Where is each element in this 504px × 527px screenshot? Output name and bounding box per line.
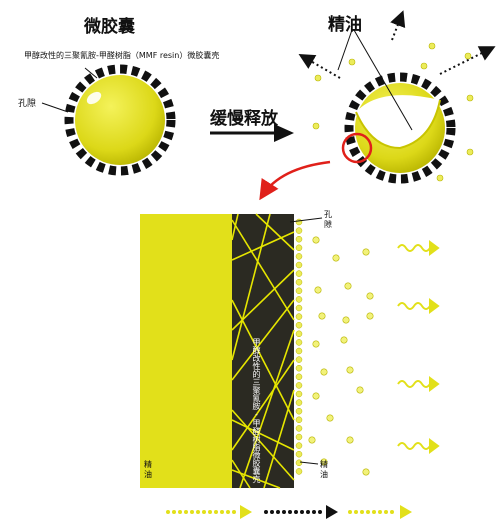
surface-dot (295, 416, 303, 424)
pore-leader-line (41, 102, 69, 113)
bottom-arrow-dot (354, 510, 358, 514)
bottom-arrow-head (240, 505, 252, 519)
microcapsule-title: 微胶囊 (84, 17, 135, 37)
core-oil-label: 精 油 (144, 460, 152, 479)
pore-label-top: 孔隙 (18, 99, 37, 109)
bottom-arrow-dot (366, 510, 370, 514)
surface-dot (295, 304, 303, 312)
bottom-arrow-dot (312, 510, 316, 514)
bottom-arrow-dot (172, 510, 176, 514)
bottom-arrow-dot (226, 510, 230, 514)
bottom-arrow-dot (318, 510, 322, 514)
cross-pore-label: 孔 隙 (324, 210, 332, 229)
bottom-arrow-dot (300, 510, 304, 514)
bottom-arrow-dot (232, 510, 236, 514)
bottom-arrow-dot (264, 510, 268, 514)
bottom-arrow-dot (184, 510, 188, 514)
surface-dot (295, 459, 303, 467)
surface-dot (295, 244, 303, 252)
bottom-arrow-dot (208, 510, 212, 514)
surface-dot (295, 356, 303, 363)
surface-dot (295, 235, 303, 243)
surface-dot (295, 253, 303, 260)
bottom-arrow-dot (276, 510, 280, 514)
bottom-arrow-dot (294, 510, 298, 514)
released-oil-label: 精 油 (320, 460, 328, 479)
slow-release-arrow (210, 124, 294, 142)
shell-leader-line (84, 67, 98, 79)
surface-dot (295, 442, 303, 449)
surface-dot (295, 287, 303, 295)
pore-highlight-circle (341, 132, 373, 164)
oil-leader-line-2 (353, 29, 413, 131)
surface-dot (295, 382, 303, 389)
surface-dot (295, 296, 303, 303)
bottom-arrow-dot (390, 510, 394, 514)
surface-dot (295, 373, 303, 381)
shell-region (232, 214, 294, 488)
bottom-arrow-dot (360, 510, 364, 514)
slow-release-label: 缓慢释放 (210, 109, 278, 129)
bottom-arrow-dot (306, 510, 310, 514)
wavy-release-arrows (397, 240, 440, 454)
broken-microcapsule (344, 72, 456, 184)
bottom-arrow-head (326, 505, 338, 519)
bottom-arrow-dot (378, 510, 382, 514)
surface-dot (295, 468, 303, 475)
shell-fibers (231, 213, 295, 489)
surface-dot (295, 278, 303, 286)
cross-oil-leader (299, 461, 319, 465)
bottom-arrow-dot (214, 510, 218, 514)
surface-dot (295, 407, 303, 415)
bottom-arrow-dot (166, 510, 170, 514)
surface-dot (295, 390, 303, 398)
surface-dot (295, 433, 303, 441)
bottom-arrow-dot (384, 510, 388, 514)
shell-material-label: 甲醇改性的三聚氰胺-甲醛树脂（MMF resin）微胶囊壳 (24, 51, 220, 60)
surface-dot (295, 330, 303, 338)
cross-pore-leader (289, 217, 323, 223)
zoom-curved-arrow (259, 160, 331, 201)
bottom-arrow-dot (178, 510, 182, 514)
bottom-arrow-dot (220, 510, 224, 514)
intact-microcapsule (64, 64, 176, 176)
shell-vertical-label: 甲醇改性的三聚氰胺-甲醛树脂微胶囊壳 (252, 338, 261, 483)
release-dotted-arrows (298, 10, 496, 79)
bottom-arrow-dot (202, 510, 206, 514)
surface-dot (295, 227, 303, 234)
surface-dot (295, 399, 303, 406)
surface-dot (295, 218, 303, 226)
bottom-arrow-dot (270, 510, 274, 514)
oil-leader-line-1 (337, 29, 353, 71)
bottom-arrow-head (400, 505, 412, 519)
bottom-arrow-dot (288, 510, 292, 514)
released-oil-dots-right (308, 236, 374, 476)
surface-dot (295, 313, 303, 320)
surface-dot (295, 425, 303, 432)
released-oil-dots-top (312, 42, 474, 182)
surface-dot (295, 261, 303, 269)
bottom-arrow-dot (348, 510, 352, 514)
bottom-arrow-dot (190, 510, 194, 514)
essential-oil-label-top: 精油 (328, 15, 362, 35)
surface-dot (295, 347, 303, 355)
surface-dot (295, 339, 303, 346)
bottom-arrow-dot (372, 510, 376, 514)
bottom-arrow-dot (196, 510, 200, 514)
bottom-dotted-arrow (166, 505, 412, 519)
surface-pore-dots (295, 218, 303, 475)
bottom-arrow-dot (282, 510, 286, 514)
core-region (140, 214, 232, 488)
surface-dot (295, 321, 303, 329)
surface-dot (295, 450, 303, 458)
surface-dot (295, 364, 303, 372)
surface-dot (295, 270, 303, 277)
